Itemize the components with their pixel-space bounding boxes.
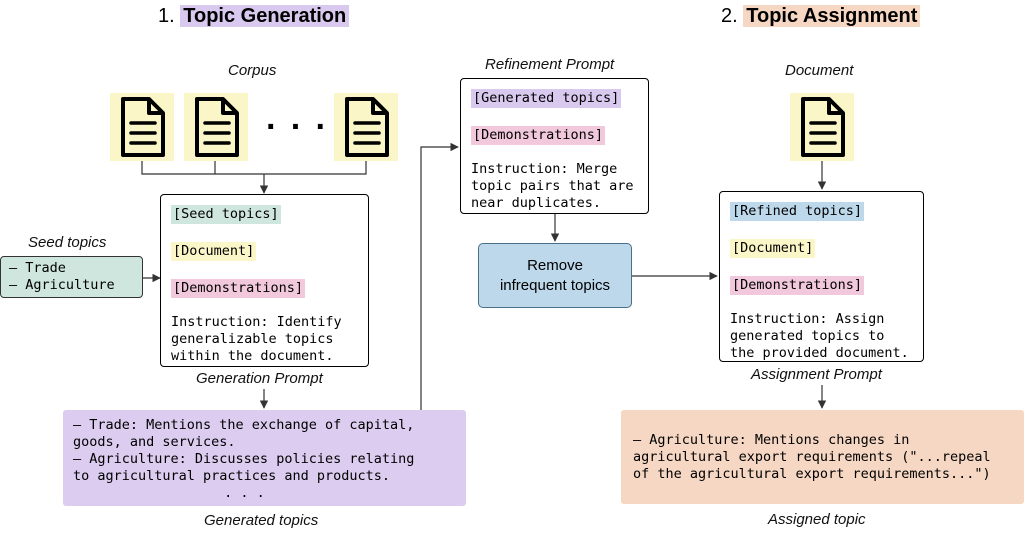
assigned-topic-line: of the agricultural export requirements.… — [633, 466, 991, 482]
generated-topics-box: – Trade: Mentions the exchange of capita… — [63, 410, 466, 506]
tag-document: [Document] — [730, 239, 816, 258]
heading-title: Topic Generation — [180, 5, 350, 27]
tag-demonstrations: [Demonstrations] — [730, 276, 865, 295]
tag-document: [Document] — [171, 242, 257, 261]
caption-generation-prompt: Generation Prompt — [196, 370, 323, 387]
remove-box-line: infrequent topics — [499, 277, 611, 294]
document-icon — [184, 93, 248, 161]
heading-number: 1. — [158, 5, 175, 27]
instruction-line: Instruction: Identify — [171, 314, 342, 330]
seed-topic-item: – Trade — [9, 260, 66, 276]
caption-assigned-topic: Assigned topic — [768, 511, 866, 528]
generation-prompt-box: [Seed topics] [Document] [Demonstrations… — [160, 194, 369, 367]
refinement-prompt-box: [Generated topics] [Demonstrations] Inst… — [460, 78, 649, 214]
document-icon — [334, 93, 398, 161]
document-icon — [110, 93, 174, 161]
assignment-prompt-box: [Refined topics] [Document] [Demonstrati… — [719, 191, 924, 362]
instruction-line: near duplicates. — [471, 195, 602, 211]
instruction-line: the provided document. — [730, 345, 909, 361]
caption-refinement-prompt: Refinement Prompt — [485, 56, 615, 73]
instruction-line: Instruction: Assign — [730, 311, 885, 327]
corpus-ellipsis: · · · — [266, 108, 329, 146]
assigned-topic-box: – Agriculture: Mentions changes in agric… — [621, 410, 1024, 504]
generated-topic-line: goods, and services. — [73, 434, 236, 450]
generated-topic-line: – Agriculture: Discusses policies relati… — [73, 451, 415, 467]
tag-seed-topics: [Seed topics] — [171, 205, 281, 224]
assigned-topic-line: agricultural export requirements ("...re… — [633, 449, 991, 465]
seed-topics-box: – Trade – Agriculture — [0, 256, 143, 298]
caption-corpus: Corpus — [228, 62, 277, 79]
heading-number: 2. — [721, 5, 738, 27]
tag-demonstrations: [Demonstrations] — [471, 126, 606, 145]
instruction-line: topic pairs that are — [471, 178, 634, 194]
caption-generated-topics: Generated topics — [204, 512, 319, 529]
tag-generated-topics: [Generated topics] — [471, 89, 622, 108]
generated-topic-line: to agricultural practices and products. — [73, 468, 390, 484]
caption-assignment-prompt: Assignment Prompt — [751, 366, 882, 383]
tag-demonstrations: [Demonstrations] — [171, 279, 306, 298]
generated-topics-ellipsis: . . . — [224, 485, 265, 501]
document-icon — [790, 93, 854, 161]
heading-title: Topic Assignment — [743, 5, 921, 27]
caption-document: Document — [785, 62, 854, 79]
seed-topic-item: – Agriculture — [9, 277, 115, 293]
caption-seed-topics: Seed topics — [28, 234, 107, 251]
assigned-topic-line: – Agriculture: Mentions changes in — [633, 432, 910, 448]
generated-topic-line: – Trade: Mentions the exchange of capita… — [73, 417, 415, 433]
remove-box-line: Remove — [527, 257, 583, 274]
remove-infrequent-topics-box: Remove infrequent topics — [478, 243, 632, 308]
tag-refined-topics: [Refined topics] — [730, 202, 865, 221]
instruction-line: generalizable topics — [171, 331, 334, 347]
heading-topic-generation: 1. Topic Generation — [158, 5, 350, 28]
instruction-line: Instruction: Merge — [471, 161, 618, 177]
instruction-line: within the document. — [171, 348, 334, 364]
instruction-line: generated topics to — [730, 328, 885, 344]
heading-topic-assignment: 2. Topic Assignment — [721, 5, 921, 28]
